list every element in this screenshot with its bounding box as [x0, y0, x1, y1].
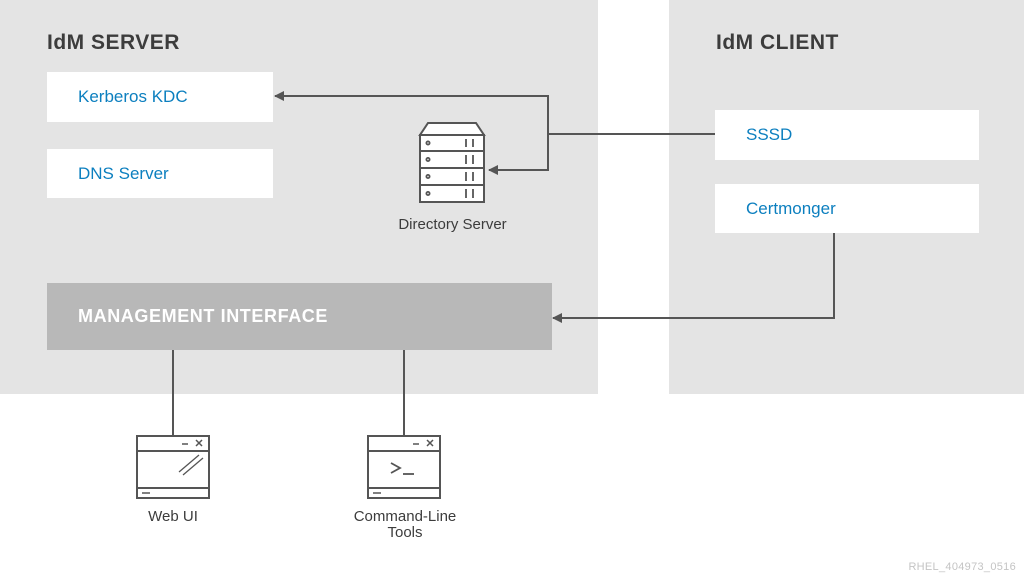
- sssd-to-kerberos-arrow: [274, 91, 715, 135]
- sssd-label: SSSD: [746, 125, 793, 144]
- directory-server-icon: [418, 122, 486, 203]
- command-line-tools-label: Command-Line Tools: [330, 509, 480, 541]
- management-interface-box: MANAGEMENT INTERFACE: [47, 283, 552, 350]
- certmonger-box: Certmonger: [715, 184, 979, 233]
- terminal-window-icon: [367, 435, 441, 499]
- figure-id-watermark: RHEL_404973_0516: [908, 561, 1016, 573]
- web-ui-label: Web UI: [148, 508, 198, 525]
- kerberos-kdc-label: Kerberos KDC: [78, 87, 188, 106]
- dns-server-label: DNS Server: [78, 163, 169, 183]
- idm-client-title: IdM CLIENT: [716, 31, 839, 54]
- command-line-label-line1: Command-Line: [353, 508, 457, 525]
- web-ui-window-icon: [136, 435, 210, 499]
- idm-server-title: IdM SERVER: [47, 31, 180, 54]
- management-interface-label: MANAGEMENT INTERFACE: [78, 306, 328, 326]
- command-line-label-line2: Tools: [387, 524, 423, 541]
- sssd-box: SSSD: [715, 110, 979, 160]
- kerberos-kdc-box: Kerberos KDC: [47, 72, 273, 122]
- sssd-to-directory-arrow: [488, 134, 549, 175]
- certmonger-label: Certmonger: [746, 198, 836, 218]
- dns-server-box: DNS Server: [47, 149, 273, 198]
- certmonger-to-management-arrow: [552, 233, 835, 323]
- directory-server-label: Directory Server: [398, 216, 507, 233]
